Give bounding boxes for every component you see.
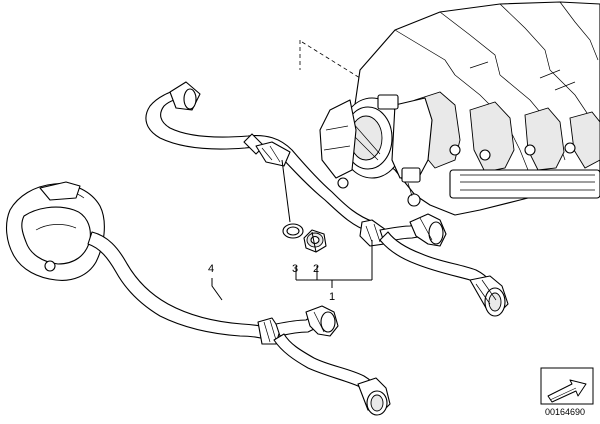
breather-hose-lower — [5, 181, 391, 416]
callout-2: 2 — [313, 263, 319, 275]
reference-box — [540, 367, 594, 405]
breather-hose-upper — [145, 81, 509, 317]
callout-1: 1 — [329, 291, 335, 303]
leader-lines — [211, 40, 373, 301]
intake-manifold — [319, 1, 600, 216]
o-ring-part-3 — [282, 223, 304, 239]
connector-part-2 — [303, 229, 327, 253]
reference-number: 00164690 — [545, 407, 585, 417]
callout-3: 3 — [292, 263, 298, 275]
callout-4: 4 — [208, 263, 214, 275]
